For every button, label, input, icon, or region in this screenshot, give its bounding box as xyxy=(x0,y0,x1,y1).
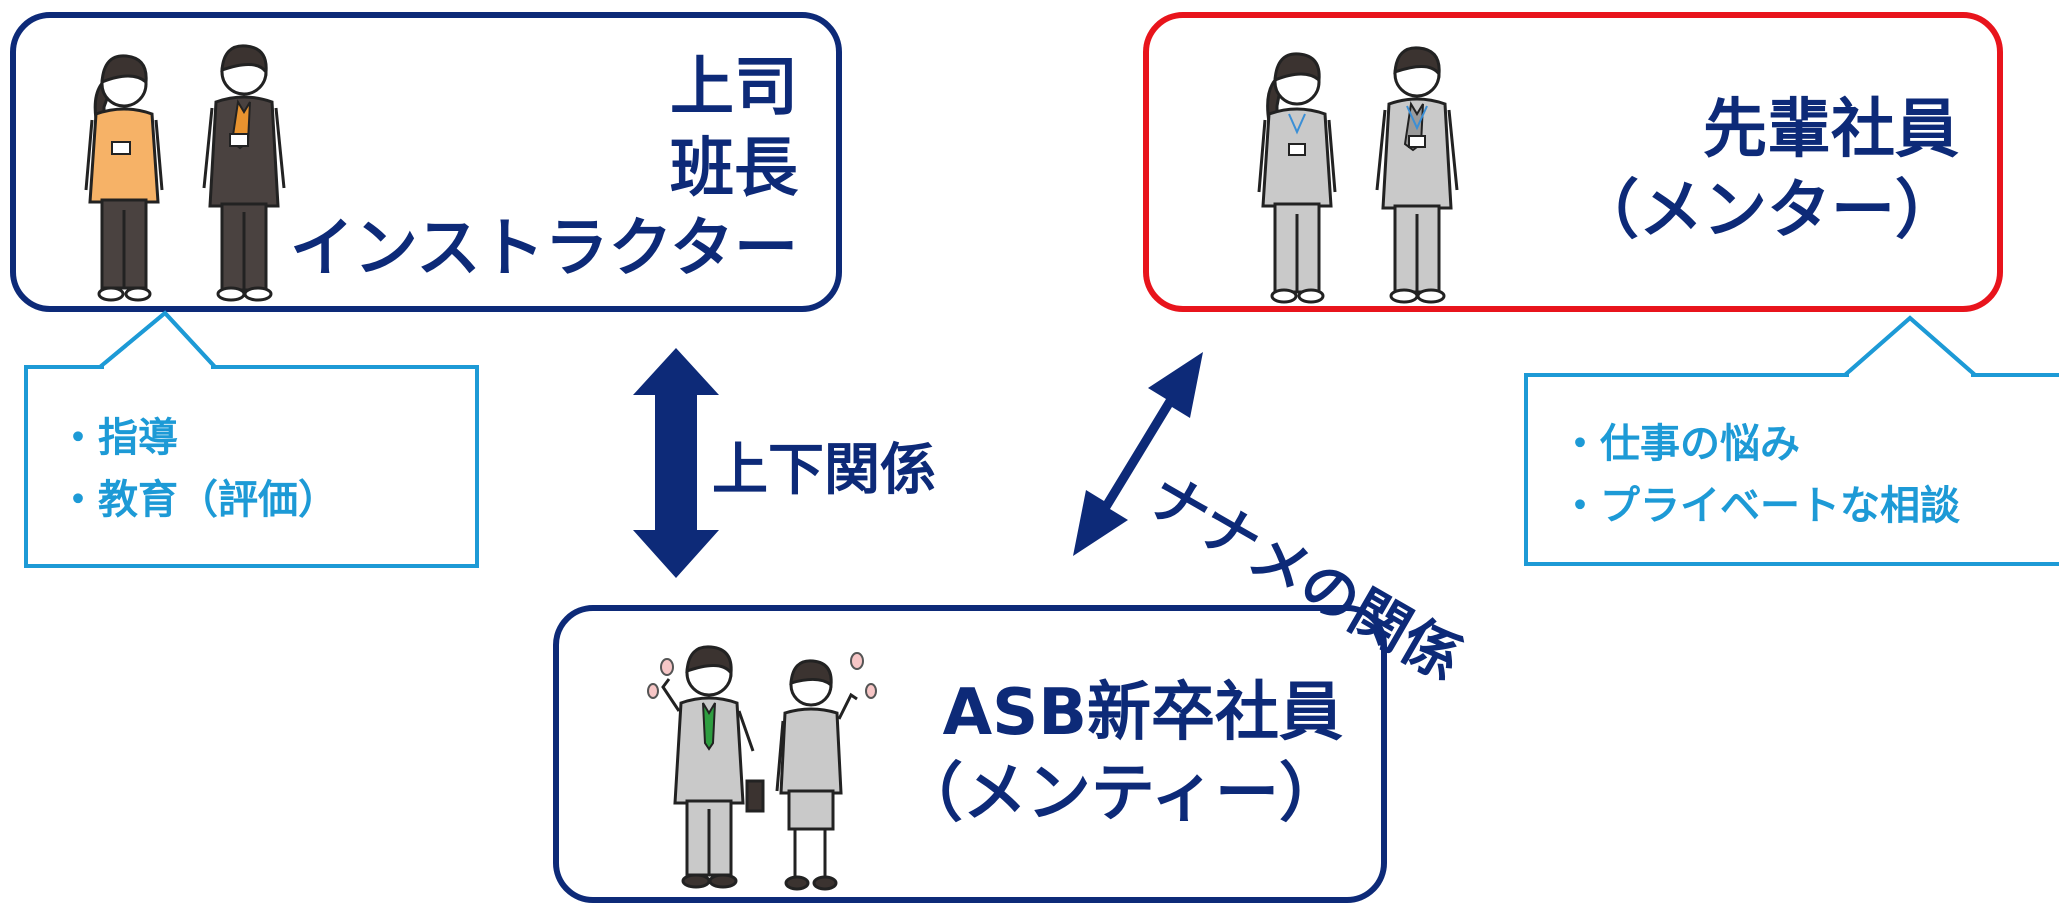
newbie-title-line: （メンティー） xyxy=(898,756,1343,831)
man-figure xyxy=(661,645,765,889)
newbie-title-line: ASB新卒社員 xyxy=(942,676,1343,750)
boss-callout-line: ・教育（評価） xyxy=(58,477,338,523)
boss-title-line: 班長 xyxy=(670,131,798,206)
boss-title-line: インストラクター xyxy=(289,212,798,287)
boss-callout-line: ・指導 xyxy=(58,415,178,461)
senior-title-line: （メンター） xyxy=(1575,173,1959,248)
boss-title-line: 上司 xyxy=(670,51,798,125)
newbie-title: ASB新卒社員 （メンティー） xyxy=(899,673,1343,834)
senior-title-line: 先輩社員 xyxy=(1703,93,1959,167)
senior-callout-line: ・プライベートな相談 xyxy=(1560,483,1960,529)
vertical-double-arrow xyxy=(633,348,719,578)
boss-callout: ・指導 ・教育（評価） xyxy=(24,365,479,568)
senior-title: 先輩社員 （メンター） xyxy=(1575,90,1959,251)
woman-figure xyxy=(775,659,858,891)
man-figure xyxy=(202,44,286,302)
senior-people-illustration xyxy=(1257,46,1459,304)
senior-callout: ・仕事の悩み ・プライベートな相談 xyxy=(1524,373,2059,566)
boss-people-illustration xyxy=(84,44,286,302)
senior-box: 先輩社員 （メンター） xyxy=(1143,12,2003,312)
newbie-box: ASB新卒社員 （メンティー） xyxy=(553,605,1387,903)
boss-title: 上司 班長 インストラクター xyxy=(290,48,798,290)
woman-figure xyxy=(84,54,164,302)
senior-callout-line: ・仕事の悩み xyxy=(1560,421,1800,467)
diagonal-double-arrow xyxy=(1073,352,1203,556)
newbie-people-illustration xyxy=(647,645,877,891)
boss-box: 上司 班長 インストラクター xyxy=(10,12,842,312)
vertical-relation-label: 上下関係 xyxy=(712,438,936,503)
woman-figure xyxy=(1257,52,1337,304)
man-figure xyxy=(1375,46,1459,304)
petals xyxy=(647,652,877,699)
